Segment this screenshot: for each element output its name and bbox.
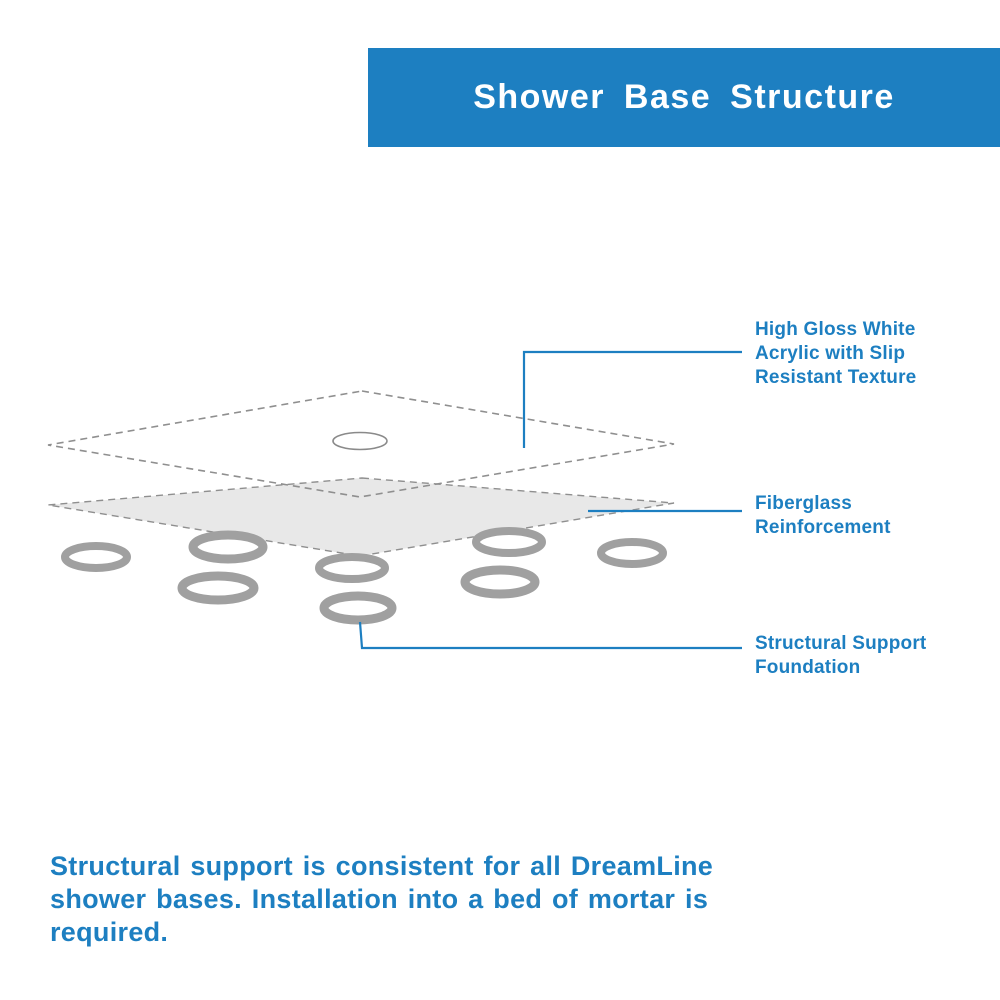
support-ring	[319, 591, 397, 625]
drain-ellipse	[332, 431, 388, 451]
support-ring	[177, 571, 259, 605]
fiberglass-layer	[47, 477, 675, 557]
callout-fiberglass-label: Fiberglass Reinforcement	[755, 493, 891, 538]
leader-line-support	[358, 621, 742, 650]
footer-note: Structural support is consistent for all…	[50, 851, 714, 947]
support-ring	[472, 527, 546, 557]
support-ring	[597, 538, 667, 568]
header-banner: Shower Base Structure	[368, 48, 1000, 147]
leader-line-acrylic	[522, 350, 742, 448]
support-ring	[61, 542, 131, 572]
callout-support-label: Structural Support Foundation	[755, 633, 927, 678]
acrylic-layer-outline	[47, 390, 675, 498]
support-rings	[61, 527, 667, 625]
support-ring	[460, 565, 540, 599]
page-title: Shower Base Structure	[473, 78, 895, 116]
support-ring	[188, 530, 268, 564]
callout-acrylic-label: High Gloss White Acrylic with Slip Resis…	[755, 319, 917, 388]
support-ring	[315, 553, 389, 583]
